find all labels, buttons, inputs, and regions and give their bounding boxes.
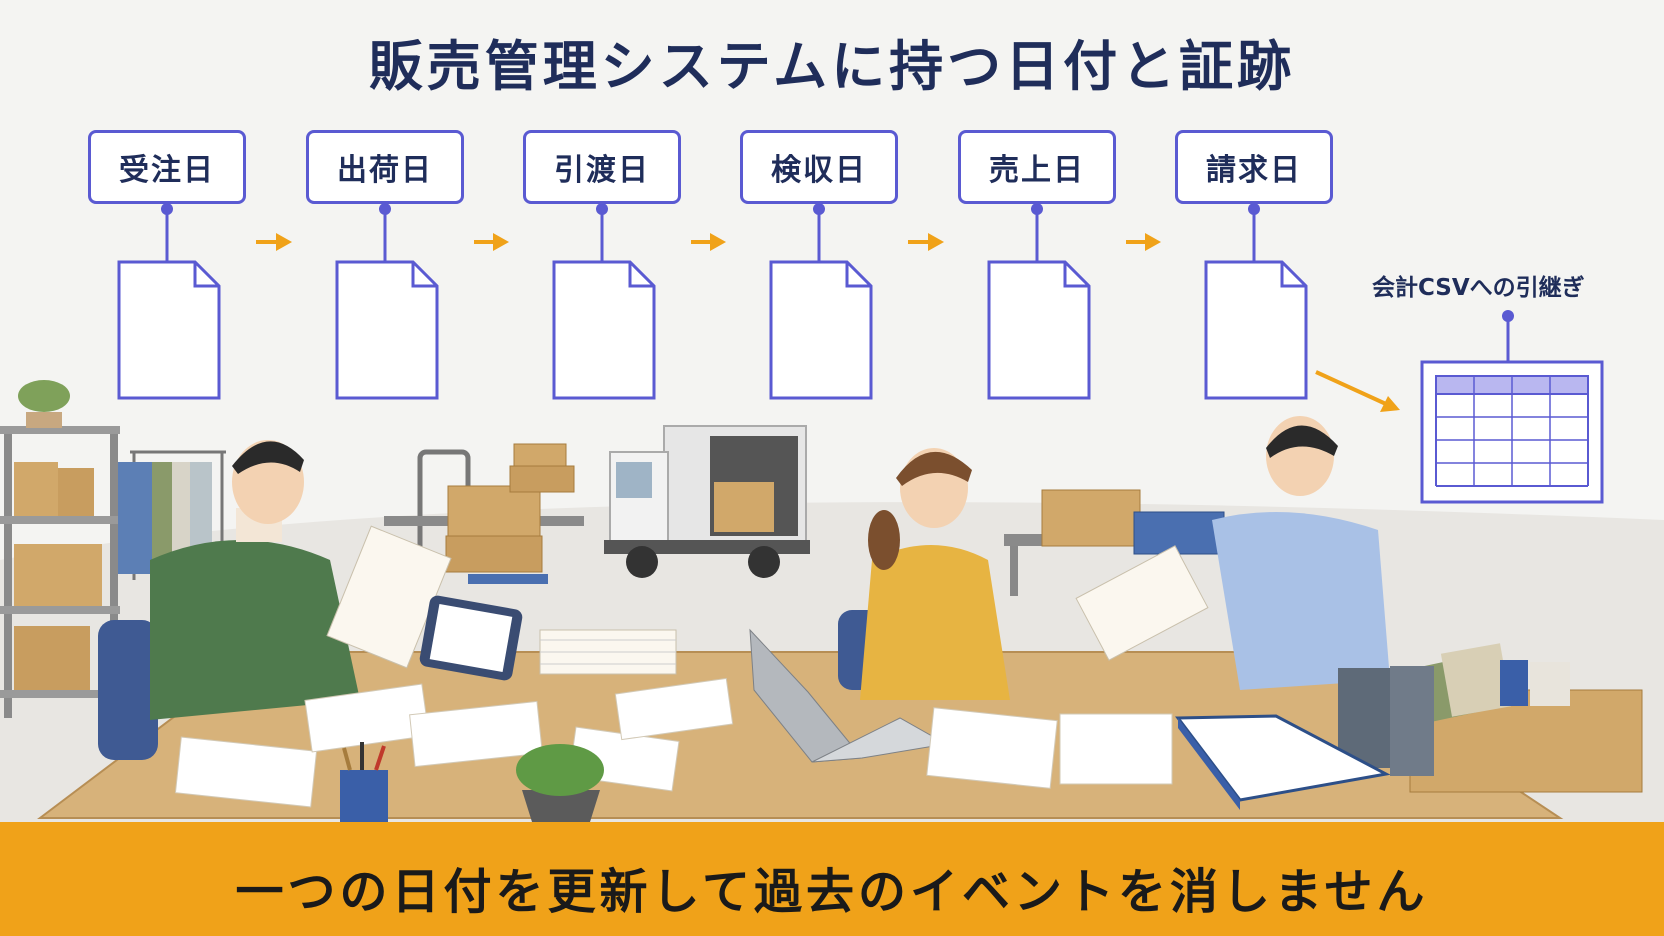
paper-stack bbox=[539, 629, 677, 675]
delivery-truck bbox=[604, 425, 810, 578]
document-icon bbox=[987, 260, 1091, 400]
document-fold bbox=[1063, 262, 1089, 288]
date-box-delivery: 引渡日 bbox=[523, 130, 681, 204]
arrow-to-csv-icon bbox=[1315, 370, 1400, 412]
document-fold bbox=[411, 262, 437, 288]
csv-connector bbox=[1502, 310, 1514, 362]
timeline bbox=[117, 203, 1308, 400]
footer-message: 一つの日付を更新して過去のイベントを消しません bbox=[235, 864, 1429, 920]
page-title: 販売管理システムに持つ日付と証跡 bbox=[368, 35, 1296, 98]
date-box-shipping: 出荷日 bbox=[306, 130, 464, 204]
potted-plant bbox=[516, 744, 604, 822]
person-blue-shirt bbox=[1212, 416, 1394, 768]
tablet-screen bbox=[429, 604, 513, 672]
packing-table bbox=[1004, 489, 1244, 596]
blue-binder bbox=[1175, 714, 1391, 810]
spreadsheet-icon bbox=[1420, 360, 1604, 504]
pencil-cup bbox=[340, 742, 388, 822]
accounting-csv-label: 会計CSVへの引継ぎ bbox=[1372, 275, 1585, 301]
desk-papers bbox=[174, 677, 1173, 808]
flow-arrow-icon bbox=[1126, 233, 1161, 251]
document-fold bbox=[628, 262, 654, 288]
document-icon bbox=[552, 260, 656, 400]
person-green-sweater bbox=[150, 440, 452, 720]
document-icon bbox=[1204, 260, 1308, 400]
flow-arrow-icon bbox=[908, 233, 944, 251]
laptop bbox=[749, 628, 948, 763]
document-icon bbox=[335, 260, 439, 400]
document-icon bbox=[117, 260, 221, 400]
date-box-sales: 売上日 bbox=[958, 130, 1116, 204]
date-box-billing: 請求日 bbox=[1175, 130, 1333, 204]
flow-arrow-icon bbox=[474, 233, 509, 251]
file-box bbox=[1390, 643, 1643, 793]
clothing-rack bbox=[118, 450, 226, 580]
chair-left bbox=[98, 620, 158, 760]
document-icon bbox=[769, 260, 873, 400]
person-yellow-cardigan bbox=[860, 448, 1010, 700]
date-box-order: 受注日 bbox=[88, 130, 246, 204]
flow-arrow-icon bbox=[691, 233, 726, 251]
document-fold bbox=[845, 262, 871, 288]
handover-document bbox=[1075, 545, 1209, 661]
date-box-acceptance: 検収日 bbox=[740, 130, 898, 204]
storage-shelf bbox=[0, 380, 120, 718]
document-fold bbox=[1280, 262, 1306, 288]
hand-truck bbox=[384, 443, 584, 584]
flow-arrow-icon bbox=[256, 233, 292, 251]
document-fold bbox=[193, 262, 219, 288]
footer-banner bbox=[0, 822, 1664, 936]
